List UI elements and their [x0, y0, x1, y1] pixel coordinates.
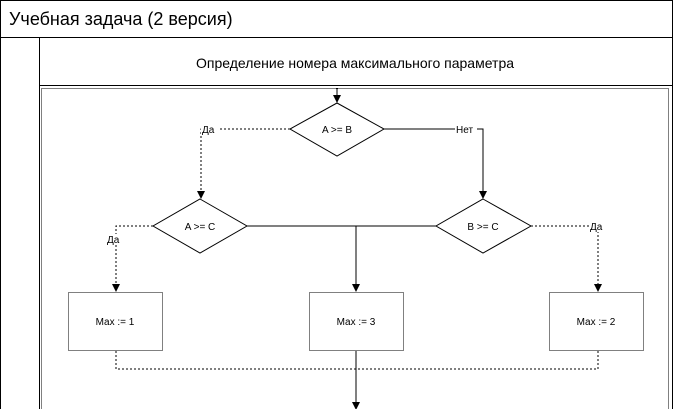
process-max3: Max := 3	[309, 292, 404, 351]
process-max1: Max := 1	[68, 292, 163, 351]
diagram-subtitle: Определение номера максимального парамет…	[195, 54, 515, 71]
decision-a-ge-c-label: A >= C	[185, 222, 216, 233]
branch-label-da-2: Да	[107, 235, 120, 246]
diagram-title: Учебная задача (2 версия)	[9, 9, 233, 29]
decision-a-ge-b-label: A >= B	[322, 125, 352, 136]
branch-label-net: Нет	[456, 125, 473, 136]
branch-label-da-3: Да	[590, 222, 603, 233]
decision-b-ge-c: B >= C	[434, 198, 533, 254]
decision-a-ge-b: A >= B	[288, 102, 386, 157]
process-max2-label: Max := 2	[577, 317, 616, 328]
decision-b-ge-c-label: B >= C	[467, 222, 498, 233]
process-max2: Max := 2	[549, 292, 644, 351]
branch-label-da-1: Да	[202, 125, 215, 136]
process-max3-label: Max := 3	[337, 317, 376, 328]
diagram-title-bar: Учебная задача (2 версия)	[0, 0, 673, 38]
process-max1-label: Max := 1	[96, 317, 135, 328]
branch-labels: Да Нет Да Да	[106, 124, 607, 246]
decision-a-ge-c: A >= C	[151, 198, 249, 254]
